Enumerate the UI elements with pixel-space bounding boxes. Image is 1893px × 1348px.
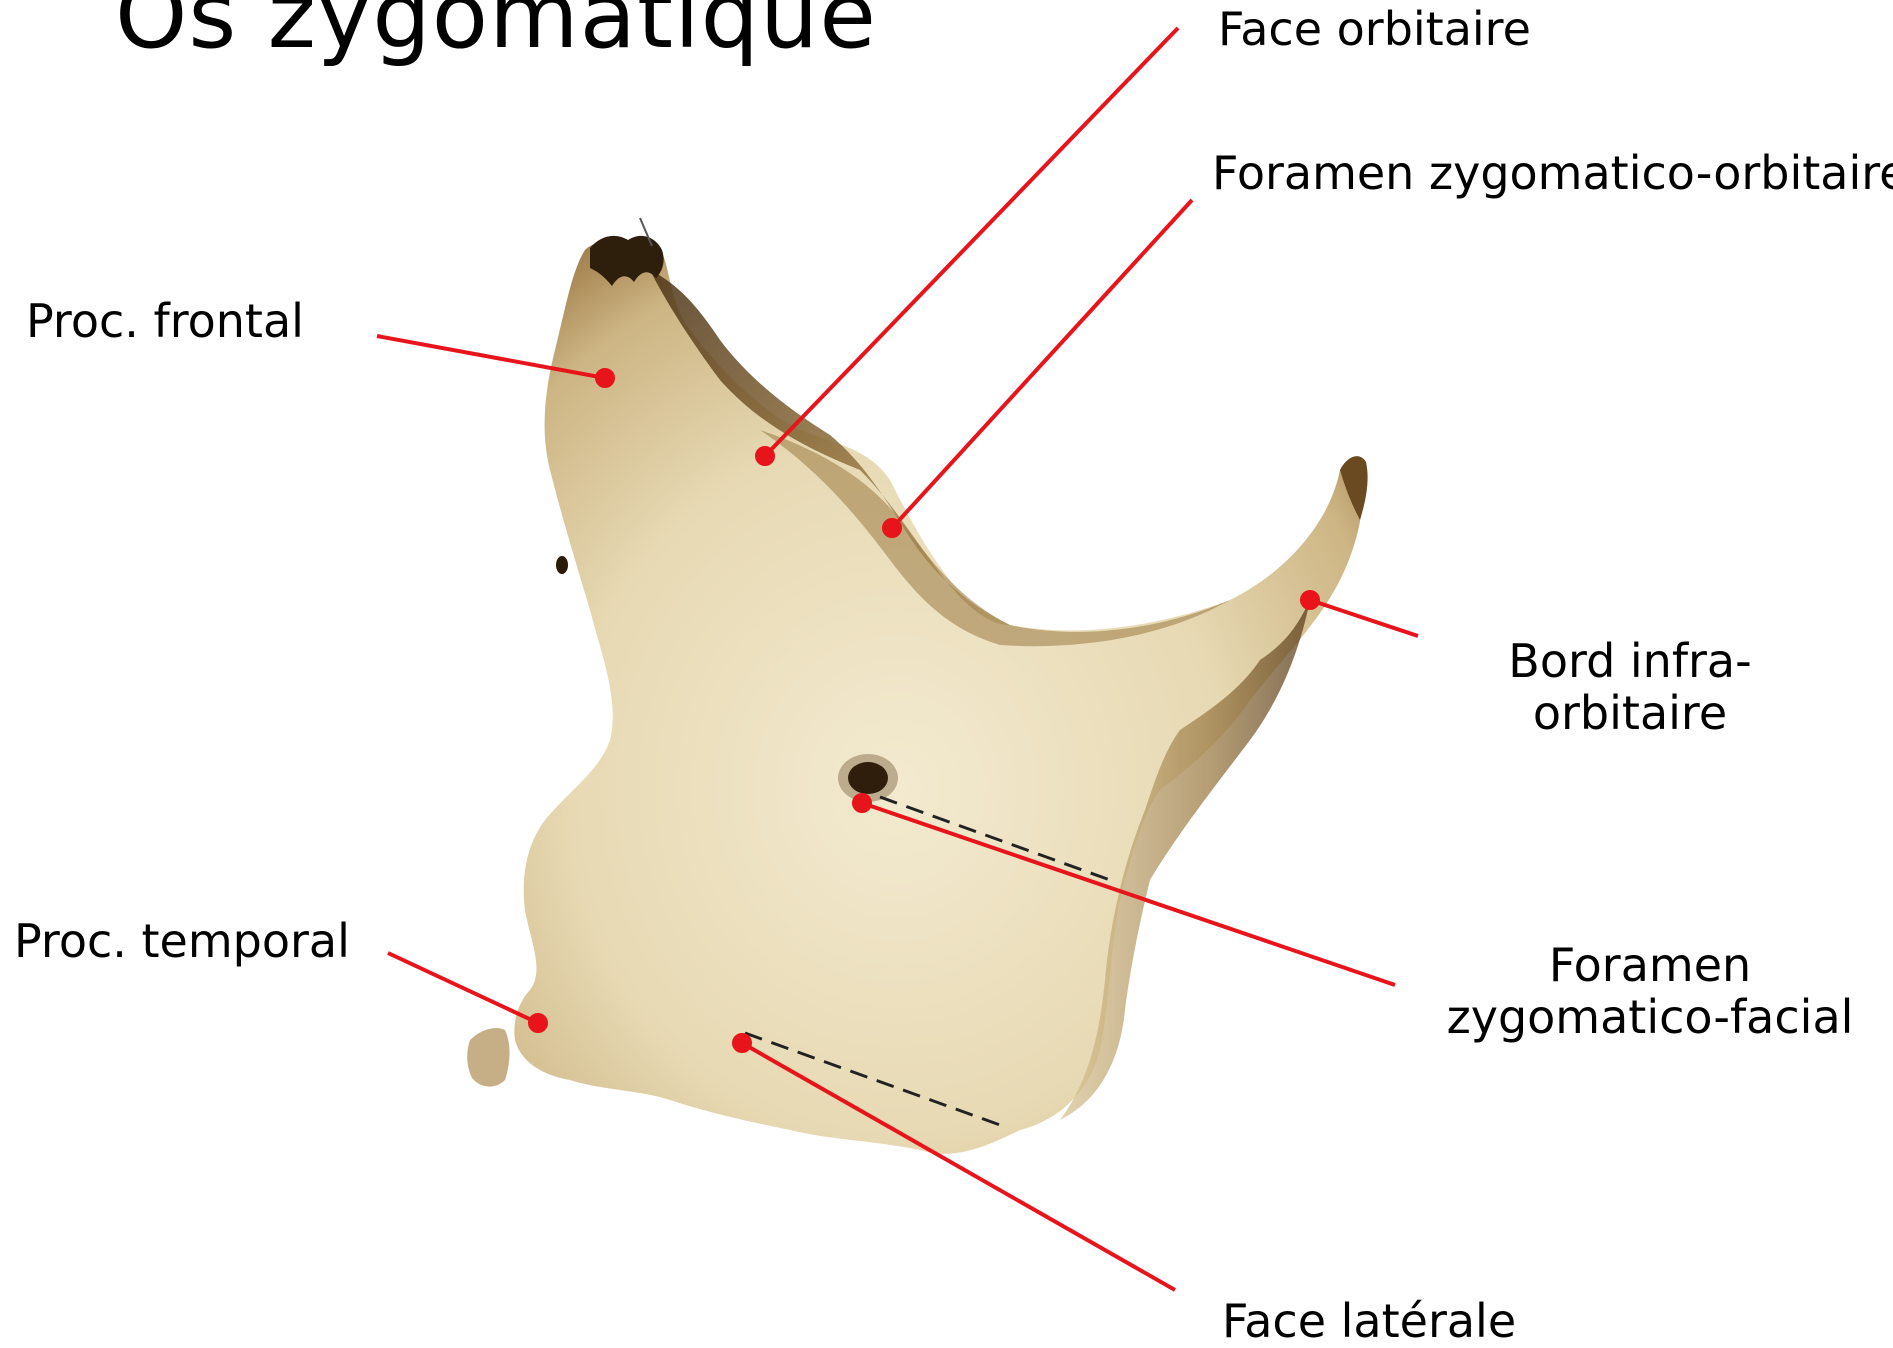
leader-foramen-zygomatico-orbitaire bbox=[892, 200, 1192, 528]
page-title: Os zygomatique bbox=[115, 0, 877, 69]
label-bord-infra-orbitaire-line1: Bord infra- bbox=[1450, 636, 1810, 688]
label-foramen-zygomatico-facial: Foramen zygomatico-facial bbox=[1420, 940, 1880, 1043]
leader-dot-bord-infra-orbitaire bbox=[1302, 592, 1318, 608]
leader-dot-proc-frontal bbox=[597, 370, 613, 386]
label-foramen-zygomatico-orbitaire: Foramen zygomatico-orbitaire bbox=[1212, 148, 1893, 200]
leader-dot-face-laterale bbox=[734, 1035, 750, 1051]
label-face-laterale: Face latérale bbox=[1222, 1296, 1516, 1348]
label-proc-frontal: Proc. frontal bbox=[26, 296, 304, 348]
label-foramen-zygomatico-facial-line2: zygomatico-facial bbox=[1420, 992, 1880, 1044]
leader-dot-foramen-zygomatico-orbitaire bbox=[884, 520, 900, 536]
label-proc-temporal: Proc. temporal bbox=[14, 916, 350, 968]
leader-dot-face-orbitaire bbox=[757, 448, 773, 464]
leader-face-orbitaire bbox=[765, 28, 1178, 456]
leader-dot-proc-temporal bbox=[530, 1015, 546, 1031]
label-face-orbitaire: Face orbitaire bbox=[1218, 4, 1531, 56]
label-foramen-zygomatico-facial-line1: Foramen bbox=[1420, 940, 1880, 992]
label-bord-infra-orbitaire-line2: orbitaire bbox=[1450, 688, 1810, 740]
leader-proc-temporal bbox=[388, 953, 538, 1023]
leader-dot-foramen-zygomatico-facial bbox=[854, 795, 870, 811]
temporal-process-edge bbox=[467, 1028, 509, 1087]
label-bord-infra-orbitaire: Bord infra- orbitaire bbox=[1450, 636, 1810, 739]
leader-bord-infra-orbitaire bbox=[1310, 600, 1418, 636]
